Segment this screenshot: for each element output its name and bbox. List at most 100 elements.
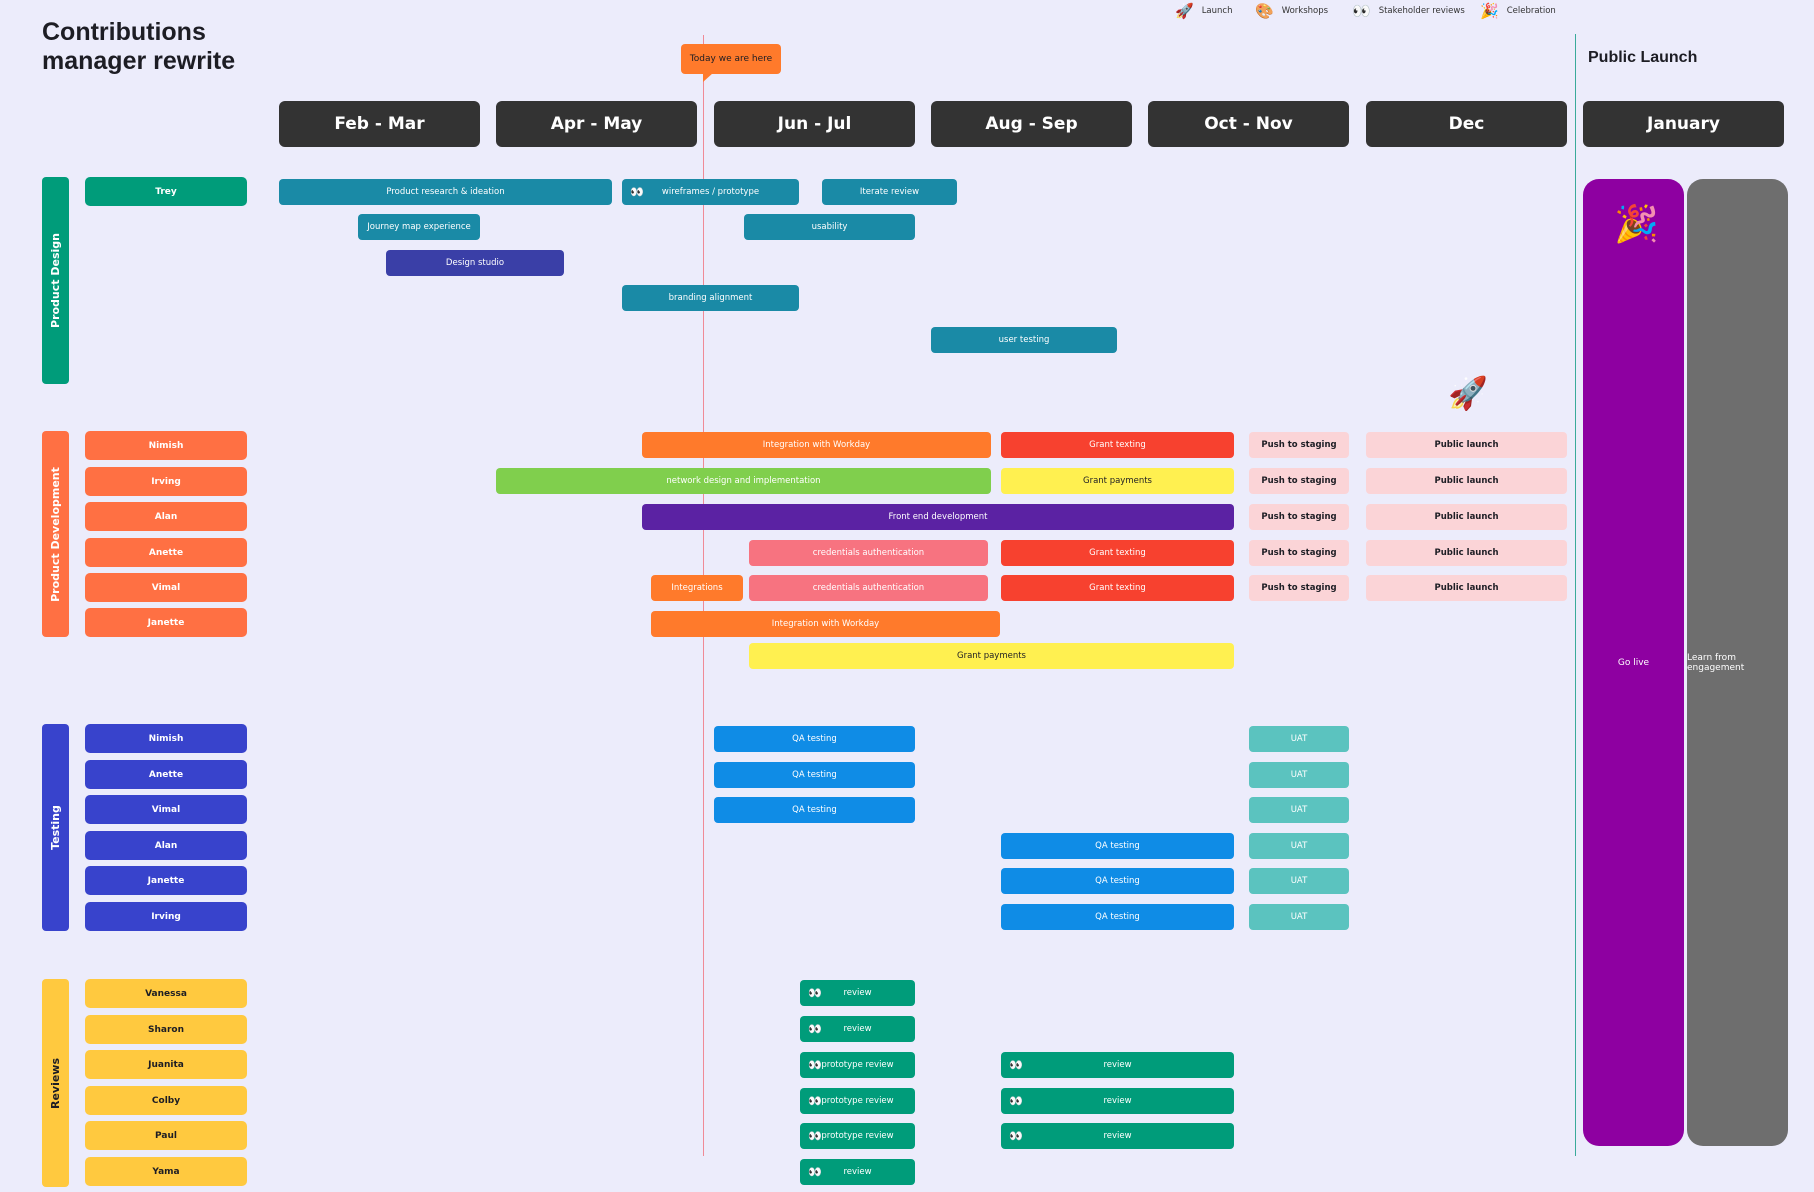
task-uat: UAT	[1249, 797, 1349, 823]
task-uat: UAT	[1249, 868, 1349, 894]
public-launch-line	[1575, 34, 1576, 1156]
task-qa-testing: QA testing	[1001, 833, 1234, 859]
task-label: prototype review	[821, 1096, 894, 1106]
person-colby: Colby	[85, 1086, 247, 1115]
task-review: 👀 review	[800, 1159, 915, 1185]
task-integrations: Integrations	[651, 575, 743, 601]
task-review: 👀 review	[800, 1016, 915, 1042]
task-network-design: network design and implementation	[496, 468, 991, 494]
task-grant-payments: Grant payments	[749, 643, 1234, 669]
task-label: review	[843, 988, 872, 998]
task-review: 👀 review	[800, 980, 915, 1006]
person-vimal: Vimal	[85, 795, 247, 824]
month-jun-jul: Jun - Jul	[714, 101, 915, 147]
person-juanita: Juanita	[85, 1050, 247, 1079]
task-iterate-review: Iterate review	[822, 179, 957, 205]
task-design-studio: Design studio	[386, 250, 564, 276]
task-push-to-staging: Push to staging	[1249, 504, 1349, 530]
legend-stakeholder-reviews: 👀 Stakeholder reviews	[1352, 2, 1465, 20]
task-uat: UAT	[1249, 762, 1349, 788]
task-label: review	[843, 1167, 872, 1177]
task-credentials-authentication: credentials authentication	[749, 575, 988, 601]
task-label: prototype review	[821, 1131, 894, 1141]
person-sharon: Sharon	[85, 1015, 247, 1044]
lane-product-development: Product Development	[42, 431, 69, 637]
page-title-line2: manager rewrite	[42, 47, 236, 75]
legend-label: Stakeholder reviews	[1378, 6, 1465, 16]
person-trey: Trey	[85, 177, 247, 206]
task-usability: usability	[744, 214, 915, 240]
eyes-icon: 👀	[808, 1058, 822, 1072]
person-janette: Janette	[85, 866, 247, 895]
person-anette: Anette	[85, 760, 247, 789]
task-label: wireframes / prototype	[661, 187, 760, 197]
person-anette: Anette	[85, 538, 247, 567]
learn-column: Learn from engagement	[1687, 179, 1788, 1146]
lane-product-design: Product Design	[42, 177, 69, 384]
task-label: prototype review	[821, 1060, 894, 1070]
eyes-icon: 👀	[630, 185, 644, 199]
task-user-testing: user testing	[931, 327, 1117, 353]
legend-launch: 🚀Launch	[1175, 2, 1232, 20]
person-vanessa: Vanessa	[85, 979, 247, 1008]
task-credentials-authentication: credentials authentication	[749, 540, 988, 566]
legend-label: Workshops	[1281, 6, 1329, 16]
task-uat: UAT	[1249, 904, 1349, 930]
person-irving: Irving	[85, 467, 247, 496]
person-janette: Janette	[85, 608, 247, 637]
task-label: review	[1103, 1096, 1132, 1106]
task-qa-testing: QA testing	[1001, 868, 1234, 894]
task-product-research: Product research & ideation	[279, 179, 612, 205]
task-label: review	[843, 1024, 872, 1034]
today-callout: Today we are here	[681, 44, 781, 82]
party-popper-icon: 🎉	[1480, 2, 1499, 20]
person-alan: Alan	[85, 831, 247, 860]
task-push-to-staging: Push to staging	[1249, 432, 1349, 458]
legend-label: Celebration	[1506, 6, 1556, 16]
learn-label: Learn from engagement	[1687, 652, 1745, 673]
task-qa-testing: QA testing	[714, 726, 915, 752]
person-nimish: Nimish	[85, 724, 247, 753]
month-oct-nov: Oct - Nov	[1148, 101, 1349, 147]
task-wireframes: 👀 wireframes / prototype	[622, 179, 799, 205]
eyes-icon: 👀	[1009, 1058, 1023, 1072]
task-review: 👀 review	[1001, 1123, 1234, 1149]
person-alan: Alan	[85, 502, 247, 531]
lane-reviews: Reviews	[42, 979, 69, 1187]
palette-icon: 🎨	[1255, 2, 1274, 20]
task-integration-workday: Integration with Workday	[651, 611, 1000, 637]
month-apr-may: Apr - May	[496, 101, 697, 147]
task-review: 👀 review	[1001, 1088, 1234, 1114]
task-review: 👀 review	[1001, 1052, 1234, 1078]
person-irving: Irving	[85, 902, 247, 931]
rocket-icon: 🚀	[1448, 374, 1488, 412]
month-january: January	[1583, 101, 1784, 147]
eyes-icon: 👀	[1009, 1094, 1023, 1108]
eyes-icon: 👀	[1009, 1129, 1023, 1143]
task-uat: UAT	[1249, 833, 1349, 859]
eyes-icon: 👀	[808, 1129, 822, 1143]
person-yama: Yama	[85, 1157, 247, 1186]
task-qa-testing: QA testing	[714, 797, 915, 823]
party-popper-icon: 🎉	[1614, 204, 1659, 245]
task-label: review	[1103, 1131, 1132, 1141]
eyes-icon: 👀	[808, 986, 822, 1000]
task-grant-texting: Grant texting	[1001, 432, 1234, 458]
task-public-launch: Public launch	[1366, 540, 1567, 566]
eyes-icon: 👀	[1352, 2, 1371, 20]
task-push-to-staging: Push to staging	[1249, 468, 1349, 494]
task-front-end-development: Front end development	[642, 504, 1234, 530]
task-prototype-review: 👀 prototype review	[800, 1052, 915, 1078]
task-public-launch: Public launch	[1366, 504, 1567, 530]
task-push-to-staging: Push to staging	[1249, 575, 1349, 601]
month-dec: Dec	[1366, 101, 1567, 147]
go-live-label: Go live	[1617, 657, 1650, 668]
lane-label: Testing	[49, 805, 63, 850]
task-grant-texting: Grant texting	[1001, 540, 1234, 566]
month-aug-sep: Aug - Sep	[931, 101, 1132, 147]
person-nimish: Nimish	[85, 431, 247, 460]
task-prototype-review: 👀 prototype review	[800, 1088, 915, 1114]
task-grant-texting: Grant texting	[1001, 575, 1234, 601]
rocket-icon: 🚀	[1175, 2, 1194, 20]
task-push-to-staging: Push to staging	[1249, 540, 1349, 566]
